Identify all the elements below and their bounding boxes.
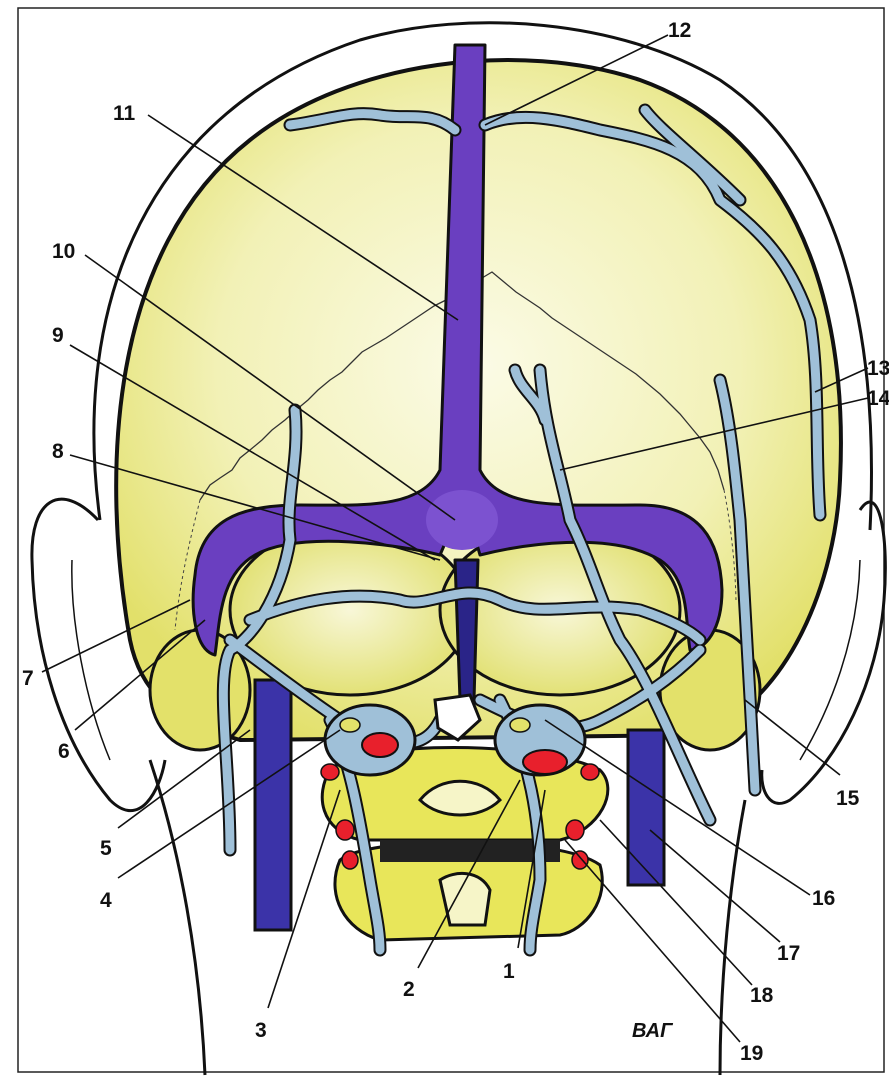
label-12: 12 (668, 19, 691, 42)
right-internal-jugular-vein (628, 730, 664, 885)
label-17: 17 (777, 942, 800, 965)
author-signature: ВАГ (632, 1020, 674, 1042)
label-9: 9 (52, 324, 64, 347)
label-1: 1 (503, 960, 515, 983)
left-internal-jugular-vein (255, 680, 291, 930)
label-6: 6 (58, 740, 70, 763)
label-14: 14 (867, 387, 889, 410)
neck-left (150, 760, 205, 1075)
label-8: 8 (52, 440, 64, 463)
label-10: 10 (52, 240, 75, 263)
label-19: 19 (740, 1042, 763, 1065)
label-2: 2 (403, 978, 415, 1001)
label-18: 18 (750, 984, 774, 1007)
left-vertebral-artery (362, 733, 398, 757)
label-13: 13 (867, 357, 889, 380)
label-4: 4 (100, 889, 112, 912)
label-11: 11 (113, 102, 136, 125)
label-15: 15 (836, 787, 860, 810)
label-3: 3 (255, 1019, 267, 1042)
label-16: 16 (812, 887, 835, 910)
label-7: 7 (22, 667, 34, 690)
label-5: 5 (100, 837, 112, 860)
right-vertebral-artery (523, 750, 567, 774)
